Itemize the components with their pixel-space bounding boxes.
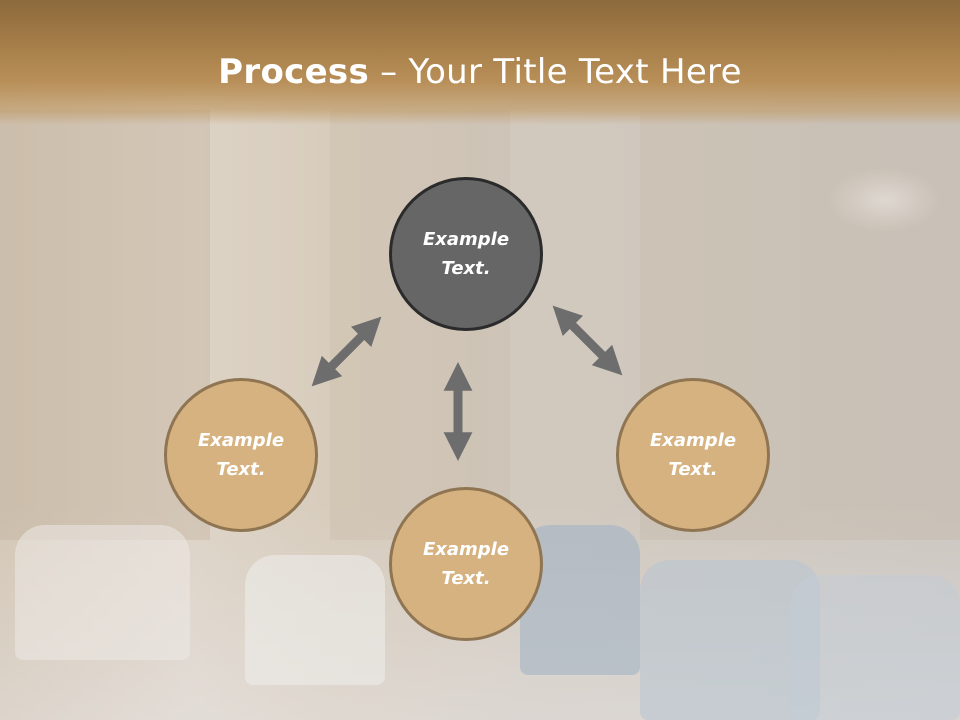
- node-text-line1: Example: [422, 539, 510, 560]
- slide-title: Process – Your Title Text Here: [0, 52, 960, 92]
- node-text-line2: Text.: [441, 258, 491, 279]
- node-text-line1: Example: [197, 430, 285, 451]
- node-text-line1: Example: [649, 430, 737, 451]
- node-text-line2: Text.: [668, 459, 718, 480]
- arrow-top-right: [552, 305, 623, 376]
- node-text-line2: Text.: [441, 568, 491, 589]
- title-strong: Process: [218, 52, 370, 92]
- node-text-line1: Example: [422, 229, 510, 250]
- background-car: [790, 575, 960, 720]
- title-rest: – Your Title Text Here: [369, 52, 742, 92]
- background-car: [245, 555, 385, 685]
- background-car: [15, 525, 190, 660]
- title-bar: [0, 0, 960, 125]
- arrow-top-left: [311, 316, 382, 387]
- node-text-line2: Text.: [216, 459, 266, 480]
